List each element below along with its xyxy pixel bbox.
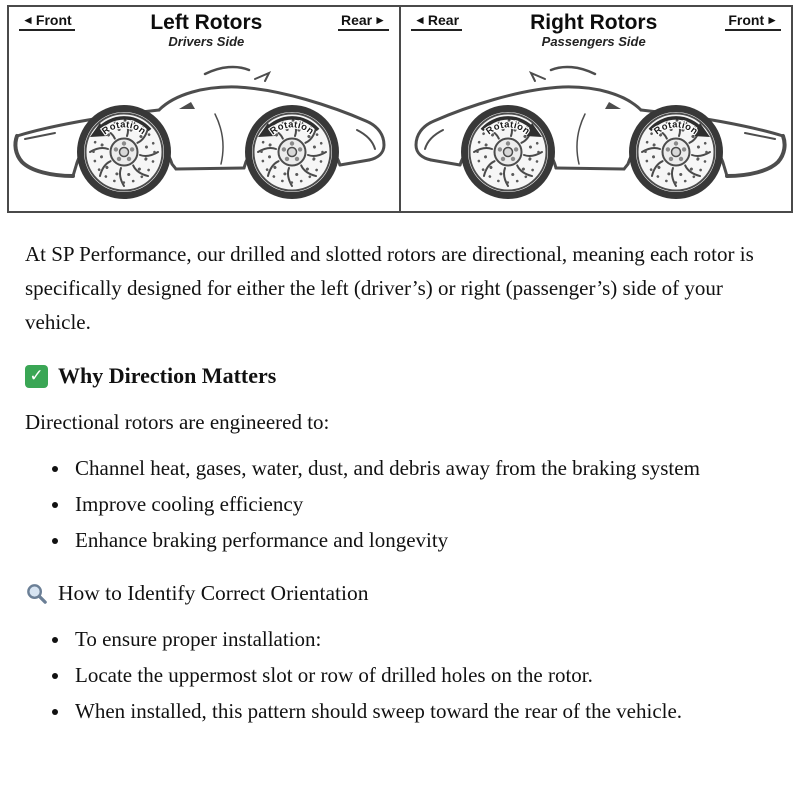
section-heading-why-direction-matters: ✓ Why Direction Matters [25, 363, 778, 389]
front-direction-label: Front ► [725, 12, 781, 32]
rear-rotor: Rotation [243, 103, 341, 201]
svg-text:Rotation: Rotation [652, 119, 700, 137]
car-illustration-right: Rotation Rotation [414, 65, 787, 201]
front-label-text: Front [35, 12, 72, 28]
svg-text:Rotation: Rotation [100, 119, 148, 137]
svg-text:Rotation: Rotation [268, 119, 316, 137]
front-direction-label: ◄ Front [19, 12, 75, 32]
rear-label-text: Rear [427, 12, 460, 28]
section1-lead: Directional rotors are engineered to: [25, 410, 330, 435]
section2-bullet-list: To ensure proper installation: Locate th… [25, 622, 778, 728]
list-item: When installed, this pattern should swee… [71, 694, 778, 728]
panel-title-block: Right Rotors Passengers Side [530, 11, 657, 49]
list-item: Enhance braking performance and longevit… [71, 523, 778, 557]
rear-direction-label: Rear ► [337, 12, 389, 32]
magnifier-icon [27, 584, 47, 604]
front-rotor: Rotation [627, 103, 725, 201]
intro-paragraph: At SP Performance, our drilled and slott… [25, 242, 754, 335]
left-panel-header: ◄ Front Left Rotors Drivers Side Rear ► [9, 7, 399, 49]
rear-direction-label: ◄ Rear [411, 12, 463, 32]
front-rotor: Rotation [75, 103, 173, 201]
section1-bullet-list: Channel heat, gases, water, dust, and de… [25, 451, 778, 557]
rear-label-text: Rear [340, 12, 373, 28]
rotation-label: Rotation [99, 118, 149, 138]
panel-title-block: Left Rotors Drivers Side [150, 11, 262, 49]
rotation-label: Rotation [267, 118, 317, 138]
arrow-left-icon: ◄ [414, 13, 426, 28]
article: At SP Performance, our drilled and slott… [0, 213, 800, 728]
car-illustration-left: Rotation Rotation [13, 65, 386, 201]
panel-subtitle: Passengers Side [541, 34, 646, 50]
front-label-text: Front [728, 12, 765, 28]
heading-text: How to Identify Correct Orientation [58, 581, 369, 606]
panel-title: Right Rotors [530, 11, 658, 34]
panel-subtitle: Drivers Side [168, 34, 245, 50]
rotation-label: Rotation [483, 118, 533, 138]
arrow-right-icon: ► [766, 13, 778, 28]
panel-title: Left Rotors [150, 11, 263, 34]
left-rotors-panel: ◄ Front Left Rotors Drivers Side Rear ► [9, 7, 401, 212]
list-item: Improve cooling efficiency [71, 487, 778, 521]
rear-rotor: Rotation [459, 103, 557, 201]
list-item: To ensure proper installation: [71, 622, 778, 656]
svg-text:Rotation: Rotation [484, 119, 532, 137]
list-item: Channel heat, gases, water, dust, and de… [71, 451, 778, 485]
rotation-label: Rotation [651, 118, 701, 138]
check-icon: ✓ [25, 364, 48, 388]
heading-text: Why Direction Matters [58, 363, 277, 389]
rotor-direction-diagram: ◄ Front Left Rotors Drivers Side Rear ► [7, 5, 793, 214]
list-item: Locate the uppermost slot or row of dril… [71, 658, 778, 692]
right-rotors-panel: ◄ Rear Right Rotors Passengers Side Fron… [401, 7, 791, 212]
right-panel-header: ◄ Rear Right Rotors Passengers Side Fron… [401, 7, 791, 49]
section-heading-identify-orientation: How to Identify Correct Orientation [25, 581, 778, 606]
arrow-right-icon: ► [374, 13, 386, 28]
arrow-left-icon: ◄ [22, 13, 34, 28]
